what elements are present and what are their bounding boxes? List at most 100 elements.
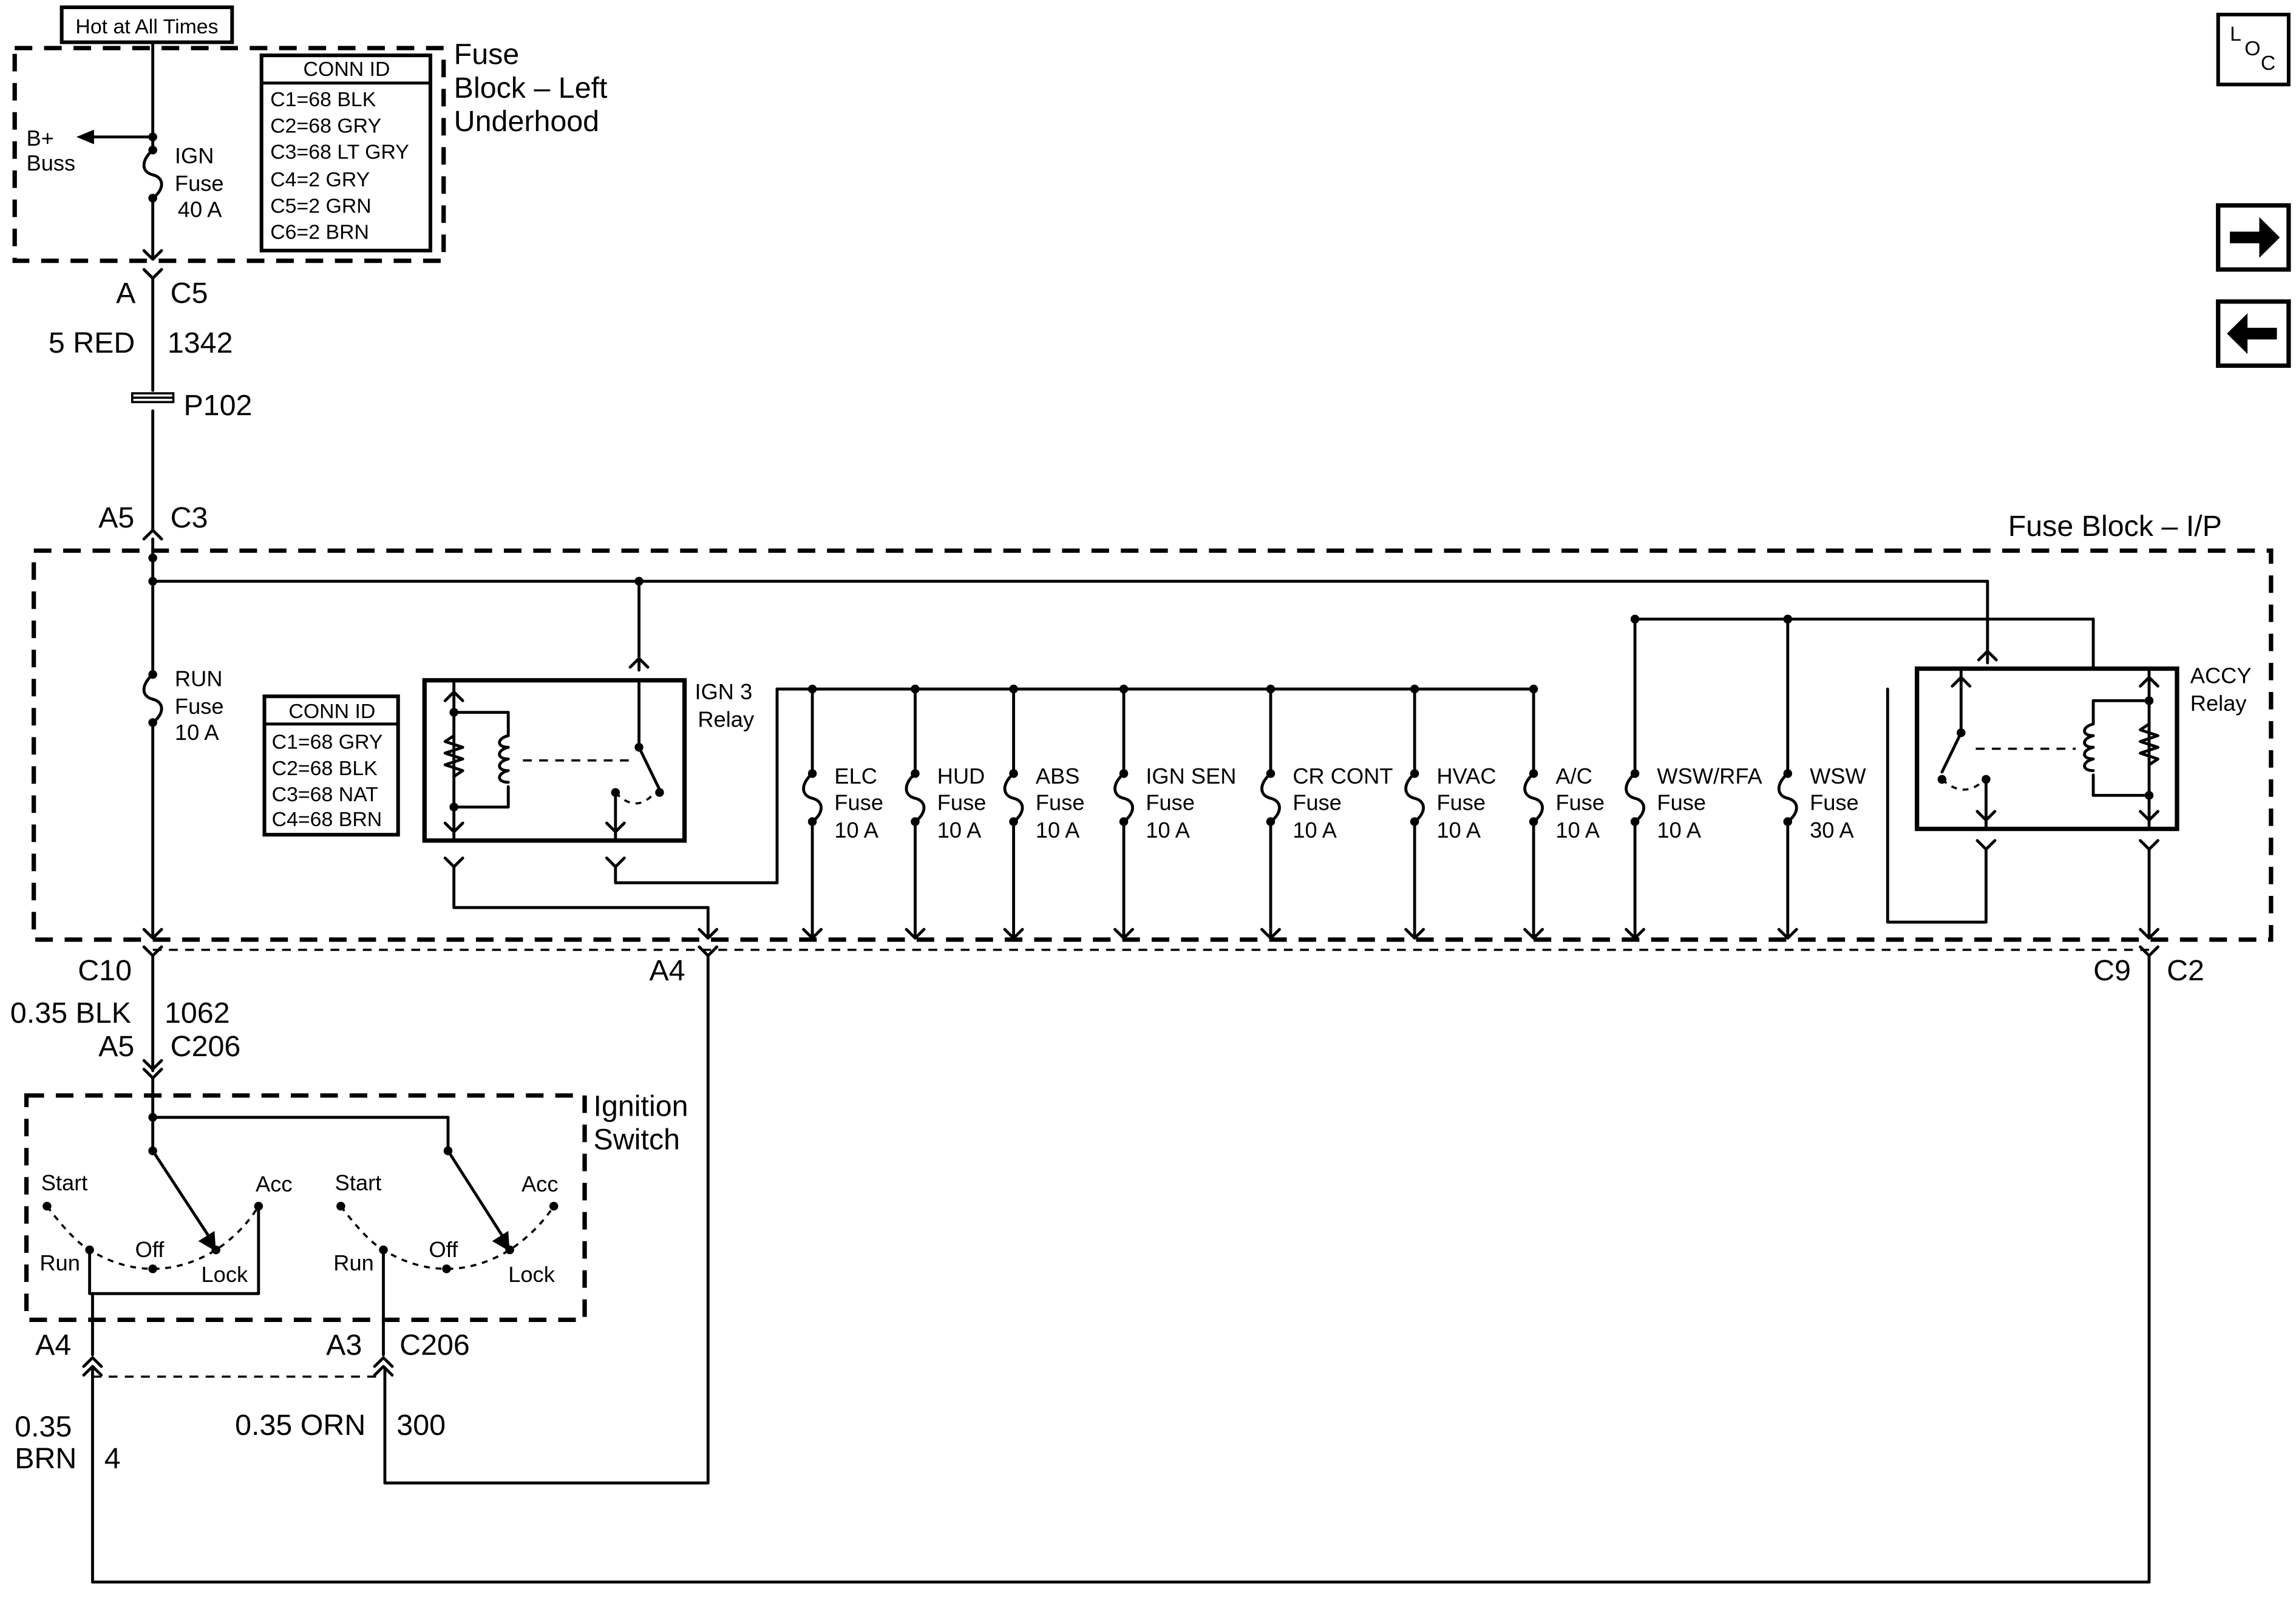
- wsw-bus: [1633, 614, 2095, 670]
- wire-4-circuit: 4: [104, 1442, 121, 1475]
- splice-p102-label: P102: [183, 389, 252, 422]
- switch-run-right: Run: [333, 1250, 374, 1275]
- fuse-rating-label: 10 A: [1292, 818, 1337, 842]
- fuse-symbol-icon: [1260, 771, 1281, 823]
- wire-1062-circuit: 1062: [165, 997, 230, 1029]
- fuse-name-label: ABS: [1036, 764, 1080, 788]
- fuse-rating-label: 10 A: [834, 818, 879, 842]
- arrow-right-icon: [2230, 217, 2280, 258]
- wire-1342-circuit: 1342: [168, 327, 233, 359]
- loc-button[interactable]: L O C: [2216, 13, 2291, 87]
- loc-o: O: [2244, 37, 2260, 60]
- fuse-word-label: Fuse: [1810, 790, 1859, 815]
- fuse-block-left-title-1: Fuse: [454, 38, 520, 71]
- fuse-word-label: Fuse: [1036, 790, 1085, 815]
- fuse-word-label: Fuse: [1555, 790, 1605, 815]
- fuse-word-label: Fuse: [1146, 790, 1195, 815]
- fuse-word-label: Fuse: [1436, 790, 1486, 815]
- fuse-word-label: Fuse: [937, 790, 987, 815]
- conn-c9: C9: [2093, 954, 2131, 987]
- fuse-word-label: Fuse: [834, 790, 883, 815]
- accy-relay: [1886, 666, 2179, 940]
- conn-c206-bottom: C206: [399, 1329, 470, 1361]
- bplus-label: B+: [27, 126, 54, 151]
- ign-fuse-word: Fuse: [175, 171, 224, 196]
- accy-relay-label: ACCY: [2190, 663, 2252, 688]
- fuse-rating-label: 10 A: [1436, 818, 1481, 842]
- wire-1062-gauge: 0.35 BLK: [10, 997, 131, 1029]
- ignition-switch-internals: [42, 1076, 559, 1378]
- conn-id-row: C1=68 GRY: [272, 731, 383, 754]
- conn-id-row: C2=68 BLK: [272, 757, 378, 780]
- run-fuse-label: RUN: [175, 666, 223, 691]
- conn-id-row: C4=2 GRY: [270, 168, 370, 191]
- accy-relay-word: Relay: [2190, 691, 2247, 716]
- run-fuse-icon: [142, 673, 163, 724]
- wire-4-gauge-1: 0.35: [15, 1411, 72, 1443]
- back-button[interactable]: [2216, 299, 2291, 368]
- fuse-symbol-icon: [802, 771, 823, 823]
- conn-a4-top: A4: [650, 954, 685, 987]
- arrow-left-icon: [2227, 313, 2277, 354]
- fuse-name-label: ELC: [834, 764, 877, 788]
- ignition-switch-title-2: Switch: [594, 1124, 681, 1156]
- conn-id-row: C5=2 GRN: [270, 195, 372, 218]
- fuse-name-label: A/C: [1555, 764, 1592, 788]
- fuse-word-label: Fuse: [1292, 790, 1342, 815]
- conn-a4-bottom: A4: [35, 1329, 71, 1361]
- accy-resistor-icon: [2139, 722, 2159, 767]
- switch-arrow-icon: [198, 1231, 216, 1252]
- fuse-rating-label: 30 A: [1810, 818, 1855, 842]
- wire-1342-gauge: 5 RED: [49, 327, 135, 359]
- forward-button[interactable]: [2216, 203, 2291, 272]
- ign-fuse-rating: 40 A: [178, 197, 223, 222]
- run-fuse-word: Fuse: [175, 694, 224, 719]
- conn-a3-pin: A3: [326, 1329, 362, 1361]
- fuse-rating-label: 10 A: [1657, 818, 1702, 842]
- fuse-rating-label: 10 A: [1555, 818, 1600, 842]
- buss-label: Buss: [27, 151, 76, 175]
- loc-c: C: [2261, 52, 2275, 75]
- relay-coil-icon: [498, 734, 510, 784]
- wire-300-gauge: 0.35 ORN: [235, 1409, 365, 1442]
- conn-id-row: C6=2 BRN: [270, 221, 369, 244]
- arrow-left-head-icon: [76, 129, 94, 144]
- conn-id-table-ip: CONN ID C1=68 GRY C2=68 BLK C3=68 NAT C4…: [262, 694, 400, 837]
- fuse-block-left-title-2: Block – Left: [454, 72, 608, 104]
- conn-c10: C10: [78, 954, 132, 987]
- fuse-block-ip-title: Fuse Block – I/P: [2008, 510, 2222, 543]
- wire-1342: [131, 268, 175, 541]
- fuse-word-label: Fuse: [1657, 790, 1706, 815]
- fuse-symbol-icon: [1625, 771, 1646, 823]
- loc-l: L: [2230, 22, 2241, 46]
- fuse-symbol-icon: [1404, 771, 1425, 823]
- fuse-symbol-icon: [1113, 771, 1134, 823]
- conn-id-table-left: CONN ID C1=68 BLK C2=68 GRY C3=68 LT GRY…: [259, 53, 432, 253]
- accy-relay-coil-icon: [2083, 722, 2095, 772]
- switch-run-left: Run: [39, 1250, 80, 1275]
- fuse-name-label: CR CONT: [1292, 764, 1393, 788]
- fuse-symbol-icon: [142, 148, 163, 200]
- switch-lock-right: Lock: [508, 1262, 555, 1287]
- switch-start-right: Start: [335, 1170, 382, 1195]
- fuse-name-label: HVAC: [1436, 764, 1496, 788]
- fuse-symbol-icon: [1778, 771, 1798, 823]
- ign-fuse-label: IGN: [175, 143, 214, 168]
- fuse-rating-label: 10 A: [937, 818, 982, 842]
- switch-off-left: Off: [135, 1237, 165, 1262]
- hot-at-all-times-box: [59, 5, 234, 44]
- conn-c2: C2: [2167, 954, 2204, 987]
- conn-a-pin: A: [116, 277, 136, 310]
- conn-id-row: C4=68 BRN: [272, 808, 382, 831]
- conn-a5-c206-pin: A5: [98, 1030, 134, 1063]
- resistor-icon: [443, 734, 464, 778]
- ignition-switch-title-1: Ignition: [594, 1090, 688, 1123]
- ign3-relay: [422, 678, 1535, 940]
- conn-c3: C3: [171, 501, 208, 534]
- switch-acc-right: Acc: [521, 1171, 558, 1196]
